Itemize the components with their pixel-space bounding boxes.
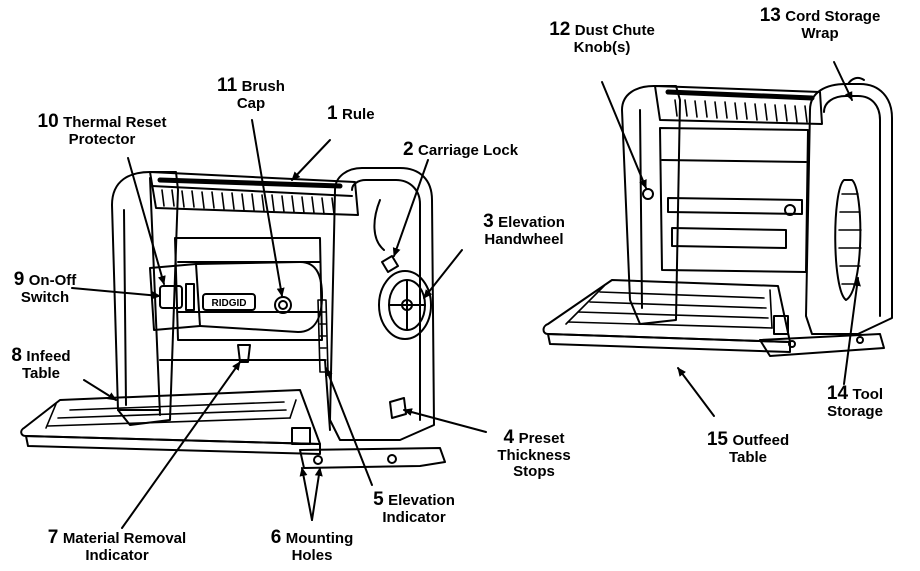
callout-6-mounting-holes: 6 Mounting Holes	[252, 528, 372, 564]
callout-5-elevation-indicator: 5 Elevation Indicator	[344, 490, 484, 526]
callout-14-tool-storage: 14 Tool Storage	[804, 384, 906, 420]
callout-number: 10	[37, 111, 59, 132]
callout-label: Cord Storage	[785, 8, 881, 25]
brand-badge: RIDGID	[212, 298, 247, 309]
callout-label-line2: Wrap	[801, 24, 839, 42]
right-planer-drawing	[542, 76, 893, 357]
callout-number: 3	[483, 211, 494, 232]
callout-label-line2: Handwheel	[484, 230, 564, 248]
callout-label: Dust Chute	[574, 22, 655, 39]
callout-label: Elevation	[388, 492, 455, 509]
callout-number: 7	[47, 527, 59, 548]
callout-number: 8	[11, 345, 22, 366]
callout-number: 4	[503, 427, 515, 448]
callout-label-line2: Knob(s)	[573, 38, 631, 56]
callout-10-thermal-reset-protector: 10 Thermal Reset Protector	[4, 112, 200, 148]
callout-label: Rule	[342, 106, 375, 123]
callout-label: Mounting	[285, 530, 354, 547]
callout-15-outfeed-table: 15 Outfeed Table	[686, 430, 810, 466]
callout-8-infeed-table: 8 Infeed Table	[0, 346, 82, 382]
callout-label: Brush	[241, 78, 285, 95]
callout-label: Preset	[518, 430, 565, 447]
callout-number: 15	[706, 429, 728, 450]
callout-label-line2: Thickness Stops	[497, 446, 571, 480]
callout-label: Thermal Reset	[63, 114, 167, 131]
callout-label-line2: Storage	[827, 402, 883, 420]
callout-number: 2	[403, 139, 414, 160]
callout-number: 9	[13, 269, 25, 290]
callout-label-line2: Cap	[236, 94, 266, 112]
callout-12-dust-chute-knobs: 12 Dust Chute Knob(s)	[516, 20, 688, 56]
callout-number: 13	[759, 5, 781, 26]
callout-2-carriage-lock: 2 Carriage Lock	[403, 140, 518, 160]
callout-label-line2: Indicator	[85, 546, 149, 564]
leader-lines	[71, 61, 861, 529]
callout-11-brush-cap: 11 Brush Cap	[196, 76, 306, 112]
callout-label: On-Off	[28, 272, 77, 289]
callout-label: Tool	[852, 386, 884, 403]
callout-number: 14	[826, 383, 849, 404]
callout-7-material-removal-indicator: 7 Material Removal Indicator	[0, 528, 234, 564]
callout-1-rule: 1 Rule	[327, 104, 375, 124]
callout-number: 6	[270, 527, 282, 548]
callout-number: 5	[373, 489, 384, 510]
callout-label: Infeed	[26, 348, 71, 365]
callout-13-cord-storage-wrap: 13 Cord Storage Wrap	[722, 6, 918, 42]
callout-label-line2: Switch	[20, 288, 70, 306]
left-planer-drawing	[20, 167, 446, 469]
callout-number: 1	[327, 103, 338, 124]
callout-label-line2: Table	[728, 448, 768, 466]
callout-label-line2: Holes	[291, 546, 333, 564]
callout-label: Carriage Lock	[418, 142, 519, 159]
callout-label: Outfeed	[732, 432, 790, 449]
callout-number: 11	[217, 75, 238, 96]
callout-label: Elevation	[498, 214, 565, 231]
callout-label-line2: Indicator	[382, 508, 446, 526]
callout-label-line2: Table	[21, 364, 61, 382]
callout-label-line2: Protector	[68, 130, 136, 148]
callout-9-on-off-switch: 9 On-Off Switch	[0, 270, 90, 306]
callout-label: Material Removal	[62, 530, 187, 547]
callout-3-elevation-handwheel: 3 Elevation Handwheel	[466, 212, 582, 248]
callout-4-preset-thickness-stops: 4 Preset Thickness Stops	[480, 428, 588, 479]
callout-number: 12	[549, 19, 571, 40]
